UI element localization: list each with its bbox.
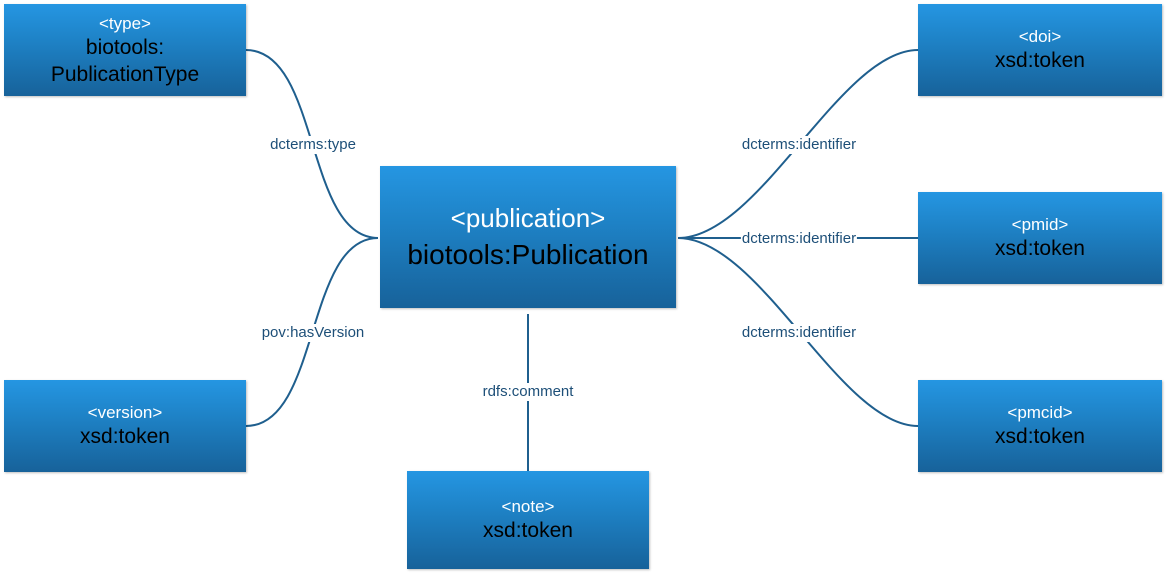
note-node: <note> xsd:token (407, 471, 649, 569)
version-node: <version> xsd:token (4, 380, 246, 472)
publication-node-type: biotools:Publication (407, 239, 649, 270)
pmcid-node-tag: <pmcid> (1007, 403, 1073, 422)
type-node-prefix: biotools: (85, 35, 165, 59)
version-node-type: xsd:token (80, 425, 170, 448)
note-node-type: xsd:token (483, 519, 573, 542)
pmcid-node: <pmcid> xsd:token (918, 380, 1162, 472)
doi-node: <doi> xsd:token (918, 4, 1162, 96)
edge-label-doi: dcterms:identifier (740, 136, 858, 154)
edge-label-type: dcterms:type (269, 136, 357, 154)
edge-label-pmcid: dcterms:identifier (740, 324, 858, 342)
publication-node: <publication> biotools:Publication (380, 166, 676, 308)
edge-label-version: pov:hasVersion (260, 324, 366, 342)
doi-node-type: xsd:token (995, 49, 1085, 72)
edge-label-pmid: dcterms:identifier (740, 230, 858, 248)
pmcid-node-type: xsd:token (995, 425, 1085, 448)
note-node-tag: <note> (501, 497, 555, 516)
type-node: <type> biotools: PublicationType (4, 4, 246, 96)
type-node-name: PublicationType (50, 62, 200, 86)
publication-node-tag: <publication> (450, 203, 606, 233)
type-node-tag: <type> (99, 13, 151, 33)
version-node-tag: <version> (87, 403, 163, 422)
pmid-node-type: xsd:token (995, 237, 1085, 260)
pmid-node: <pmid> xsd:token (918, 192, 1162, 284)
doi-node-tag: <doi> (1018, 27, 1062, 46)
pmid-node-tag: <pmid> (1011, 215, 1069, 234)
edge-label-note: rdfs:comment (481, 383, 575, 401)
